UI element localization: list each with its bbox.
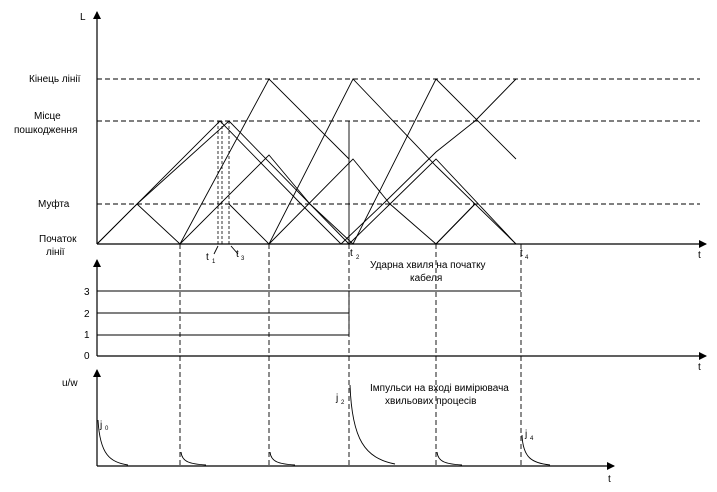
level-fault-label-1: Місце <box>34 111 61 122</box>
bottom-panel: u/w t Імпульси на вході вимірювача хвиль… <box>62 369 615 485</box>
t4-sub: 4 <box>525 255 529 261</box>
j0-label: j <box>99 420 102 431</box>
pulse-j0 <box>97 419 129 466</box>
tick-3: 3 <box>84 287 90 298</box>
middle-panel: t 3 2 1 0 Ударна хвиля на початку кабеля <box>84 259 707 373</box>
wave-path-end-e <box>348 158 517 245</box>
pulses-note-1: Імпульси на вході вимірювача <box>370 383 509 394</box>
pulse-2 <box>269 451 296 466</box>
top-panel: L t Кінець лінії Місце пошкодження Муфта… <box>14 11 707 265</box>
middle-time-axis-label: t <box>698 362 701 373</box>
t3-leader <box>230 245 239 255</box>
wave-path-end-a <box>179 78 350 245</box>
t1-leader <box>213 245 219 255</box>
bottom-time-axis-label: t <box>608 474 611 485</box>
j4-sub: 4 <box>530 436 534 442</box>
pulse-3 <box>436 451 463 466</box>
level-end-label: Кінець лінії <box>29 74 81 85</box>
t3-sub: 3 <box>241 256 245 262</box>
time-guides <box>179 244 522 466</box>
t1-sub: 1 <box>212 259 216 265</box>
j2-sub: 2 <box>341 400 345 406</box>
wave-path-fault-b <box>228 120 350 245</box>
level-fault-label-2: пошкодження <box>14 125 77 136</box>
level-coupling-label: Муфта <box>38 198 70 210</box>
tick-1: 1 <box>84 330 90 341</box>
tick-0: 0 <box>84 351 90 362</box>
t4-label: t <box>520 248 523 259</box>
wave-path-end-d <box>309 78 517 245</box>
wave-path-end-b <box>228 78 517 245</box>
l-axis-label: L <box>80 12 86 23</box>
wave-path-end-c <box>268 158 476 245</box>
pulses-note-2: хвильових процесів <box>385 396 476 407</box>
wave-path-fault <box>96 78 517 245</box>
shock-wave-note-1: Ударна хвиля на початку <box>370 260 486 271</box>
j4-label: j <box>524 429 527 440</box>
wave-path-coupling-b <box>136 120 230 205</box>
wave-path-end-f <box>435 203 476 245</box>
bottom-y-axis-label: u/w <box>62 378 78 389</box>
t2-sub: 2 <box>356 255 360 261</box>
shock-wave-note-2: кабеля <box>410 272 442 284</box>
tick-2: 2 <box>84 309 90 320</box>
level-start-label-1: Початок <box>39 234 77 245</box>
t1-label: t <box>206 252 209 263</box>
pulse-j2 <box>349 384 396 465</box>
top-time-axis-label: t <box>698 250 701 261</box>
pulse-1 <box>180 451 207 466</box>
j0-sub: 0 <box>105 426 109 432</box>
t3-label: t <box>236 249 239 260</box>
pulse-train <box>97 384 551 466</box>
pulse-j4 <box>521 434 551 466</box>
wave-lattice <box>96 78 517 245</box>
t2-label: t <box>350 248 353 259</box>
j2-label: j <box>335 393 338 404</box>
level-start-label-2: лінії <box>46 247 65 258</box>
